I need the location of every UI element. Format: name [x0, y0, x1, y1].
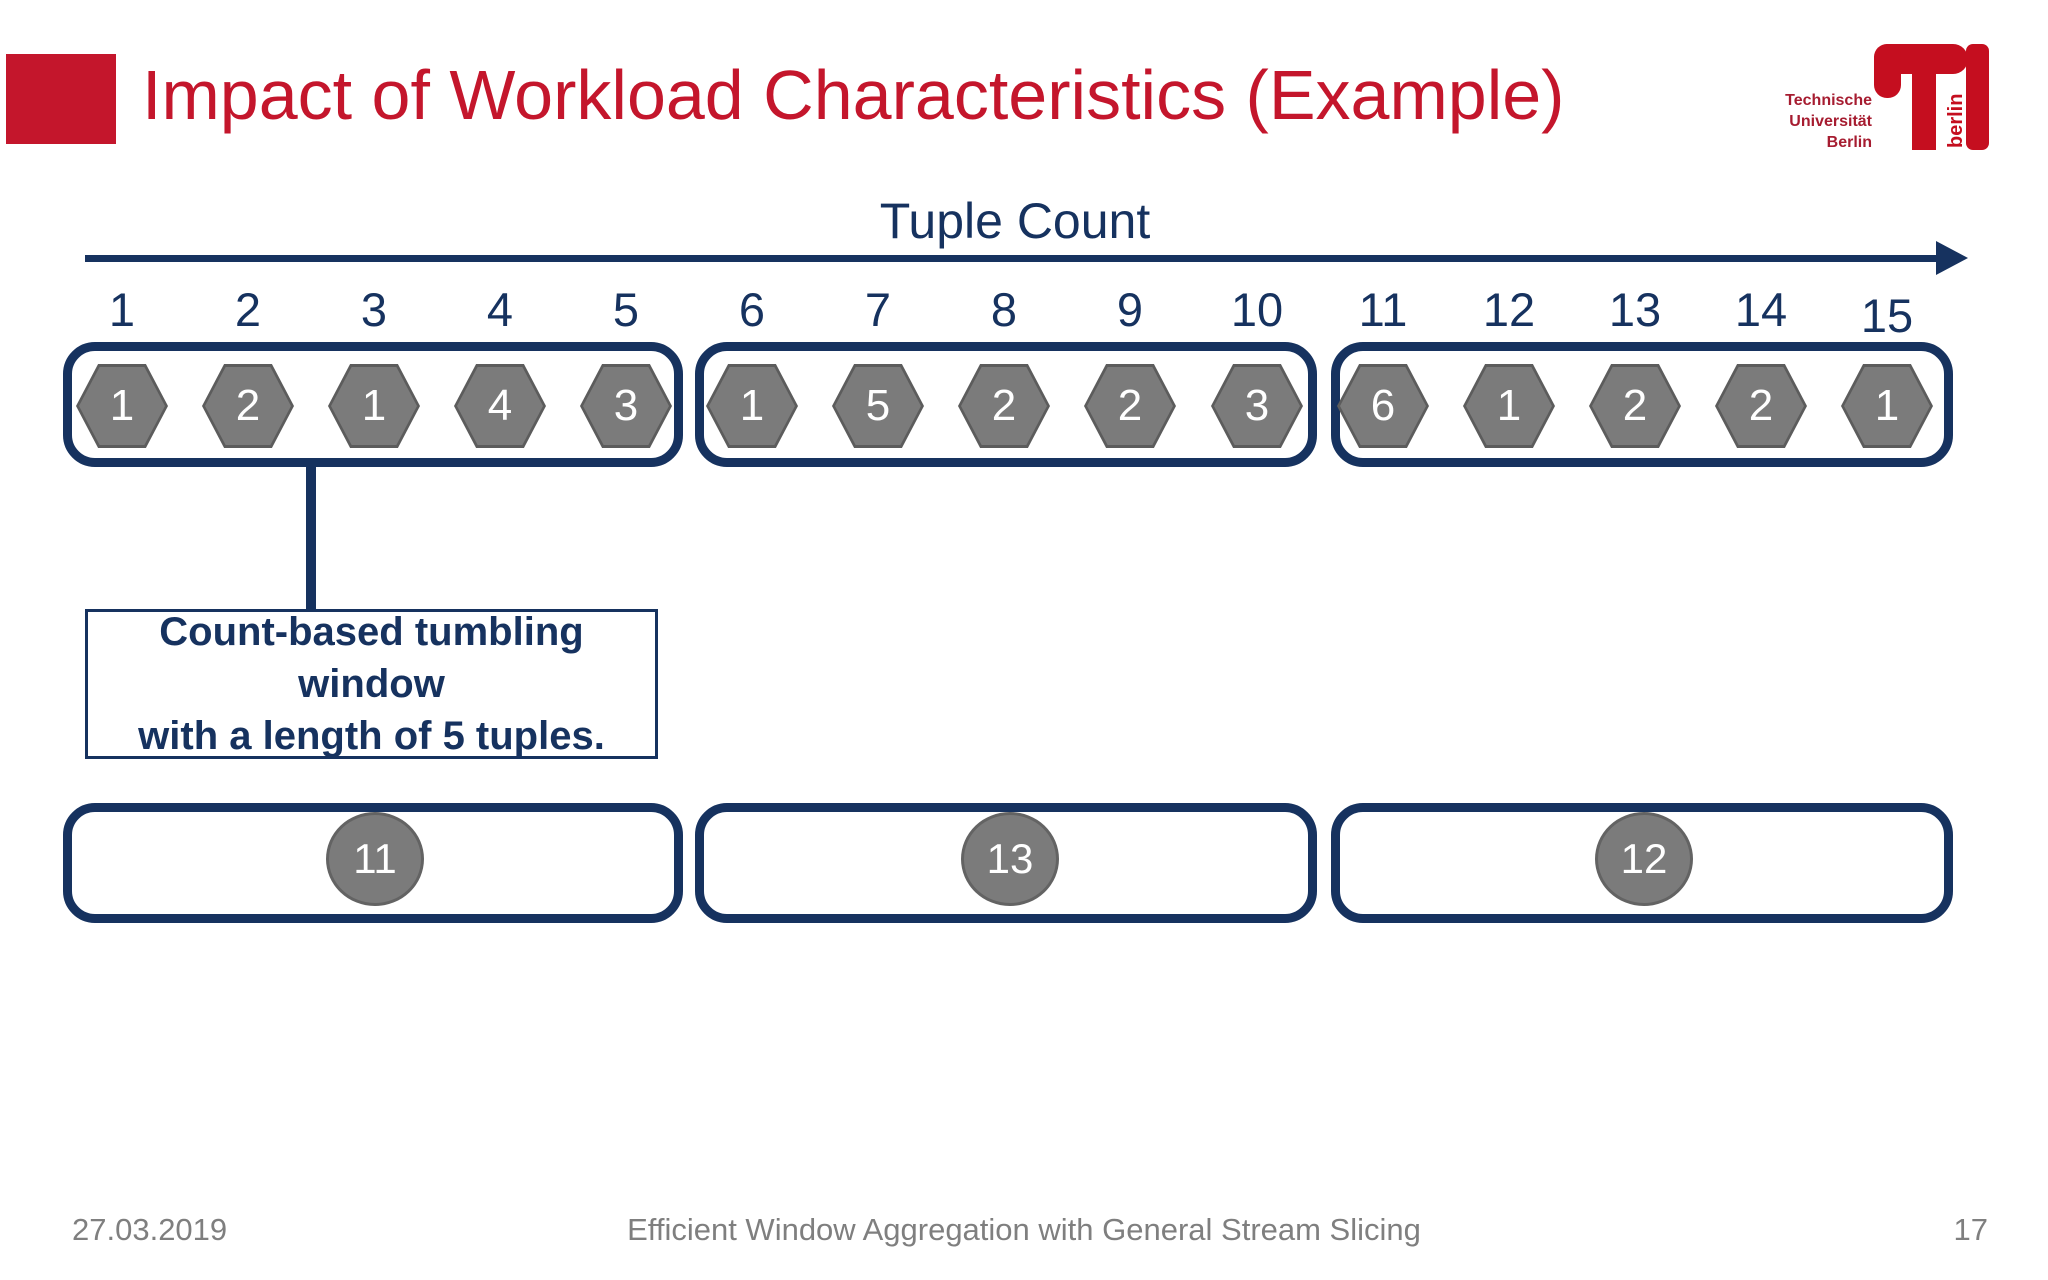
- callout-box: Count-based tumbling window with a lengt…: [85, 609, 658, 759]
- svg-text:berlin: berlin: [1945, 94, 1967, 148]
- axis-tick: 6: [738, 283, 766, 336]
- tuple-value: 6: [1340, 367, 1426, 445]
- aggregate-circle: 13: [961, 812, 1059, 906]
- hexagon-tuple: 6: [1337, 364, 1429, 448]
- tuple-value: 2: [1592, 367, 1678, 445]
- hexagon-tuple: 1: [1841, 364, 1933, 448]
- aggregate-circle: 12: [1595, 812, 1693, 906]
- tuple-value: 5: [835, 367, 921, 445]
- hexagon-tuple: 1: [76, 364, 168, 448]
- hexagon-tuple: 2: [1715, 364, 1807, 448]
- footer-date: 27.03.2019: [72, 1212, 228, 1247]
- hexagon-tuple: 3: [1211, 364, 1303, 448]
- tuple-value: 1: [331, 367, 417, 445]
- axis-tick: 1: [108, 283, 136, 336]
- logo-text-line: Universität: [1789, 113, 1872, 130]
- hexagon-tuple: 1: [706, 364, 798, 448]
- footer-page-number: 17: [1953, 1212, 1988, 1247]
- hexagon-tuple: 1: [328, 364, 420, 448]
- logo-text-line: Technische: [1785, 92, 1872, 109]
- axis-tick: 7: [864, 283, 892, 336]
- hexagon-tuple: 5: [832, 364, 924, 448]
- aggregate-circle: 11: [326, 812, 424, 906]
- hexagon-tuple: 2: [958, 364, 1050, 448]
- footer-deck-title: Efficient Window Aggregation with Genera…: [627, 1212, 1421, 1247]
- axis-tick: 15: [1860, 289, 1914, 342]
- axis-tick: 9: [1116, 283, 1144, 336]
- axis-tick: 5: [612, 283, 640, 336]
- axis-title: Tuple Count: [879, 193, 1151, 249]
- hexagon-tuple: 1: [1463, 364, 1555, 448]
- tu-berlin-logo: Technische Universität Berlin berlin: [1770, 42, 2020, 162]
- axis-tick: 13: [1608, 283, 1662, 336]
- tuple-value: 2: [1718, 367, 1804, 445]
- tuple-value: 2: [1087, 367, 1173, 445]
- tuple-value: 3: [1214, 367, 1300, 445]
- hexagon-tuple: 2: [1589, 364, 1681, 448]
- tuple-value: 1: [1466, 367, 1552, 445]
- tu-berlin-logo-text: Technische Universität Berlin: [1742, 90, 1872, 153]
- tuple-value: 4: [457, 367, 543, 445]
- tuple-value: 3: [583, 367, 669, 445]
- callout-connector-line: [306, 464, 316, 612]
- tuple-value: 1: [79, 367, 165, 445]
- tu-logo-icon: berlin: [1874, 44, 1989, 150]
- axis-arrow-icon: [1936, 241, 1968, 275]
- axis-tick: 4: [486, 283, 514, 336]
- hexagon-tuple: 2: [202, 364, 294, 448]
- callout-line: with a length of 5 tuples.: [138, 714, 605, 758]
- tuple-value: 1: [709, 367, 795, 445]
- axis-tick: 2: [234, 283, 262, 336]
- slide-footer: 27.03.2019 Efficient Window Aggregation …: [0, 1212, 2048, 1258]
- axis-tick: 12: [1482, 283, 1536, 336]
- tuple-value: 2: [961, 367, 1047, 445]
- page-title: Impact of Workload Characteristics (Exam…: [142, 56, 1565, 134]
- title-accent-square: [6, 54, 116, 144]
- axis-tick: 10: [1230, 283, 1284, 336]
- axis-tick: 3: [360, 283, 388, 336]
- axis-tick: 11: [1358, 283, 1408, 336]
- axis-line: [85, 255, 1941, 262]
- hexagon-tuple: 4: [454, 364, 546, 448]
- tuple-value: 1: [1844, 367, 1930, 445]
- hexagon-tuple: 3: [580, 364, 672, 448]
- tuple-value: 2: [205, 367, 291, 445]
- logo-text-line: Berlin: [1826, 134, 1872, 151]
- axis-tick: 8: [990, 283, 1018, 336]
- hexagon-tuple: 2: [1084, 364, 1176, 448]
- callout-line: Count-based tumbling window: [159, 610, 584, 706]
- axis-tick: 14: [1734, 283, 1788, 336]
